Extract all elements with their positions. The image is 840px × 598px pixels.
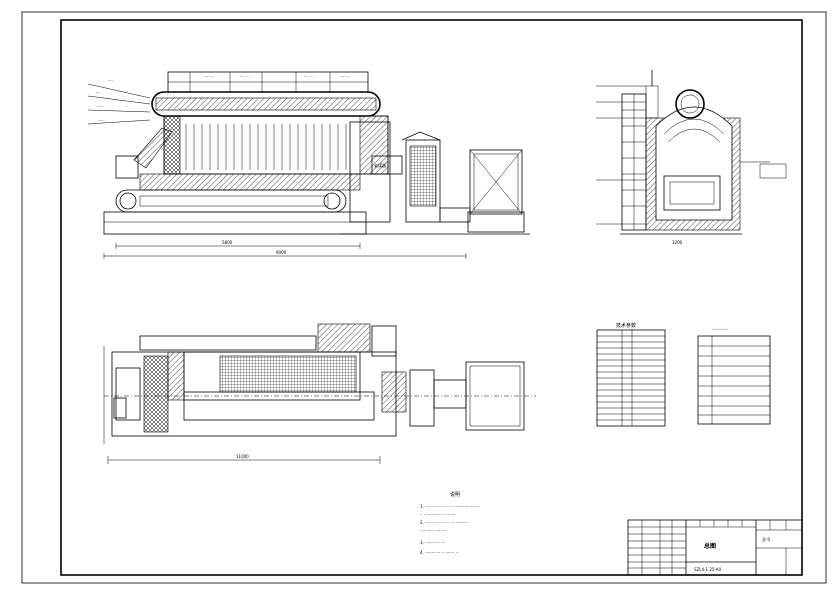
note-line-1: 1. ······· ··· ·· ··· ··· ··············… xyxy=(420,504,480,509)
top-label-2: ··· ··· xyxy=(240,74,249,79)
notes-title: 说明 xyxy=(450,491,460,498)
left-label-3: ···· xyxy=(98,104,103,109)
side-elevation-view: 3200 xyxy=(596,70,787,245)
top-labels: ··· ··· ··· ··· ··· ··· ··· ··· xyxy=(204,74,349,79)
parameter-table: 技术参数 xyxy=(596,322,666,427)
front-elevation-view: ··· ··· ··· ··· ··· ··· ··· ··· xyxy=(87,71,530,259)
top-label-1: ··· ··· xyxy=(204,74,213,79)
front-dim-sub: 5800 xyxy=(222,240,233,245)
outer-border xyxy=(21,11,827,584)
spec-table: ·········· xyxy=(697,327,771,425)
note-line-6: 4. ············ ·· ······· ·· xyxy=(420,550,458,555)
inner-border xyxy=(60,19,803,576)
parameter-table-title: 技术参数 xyxy=(616,322,636,329)
side-drum xyxy=(675,89,705,119)
note-line-4: ·········· · ········ xyxy=(420,528,447,533)
title-block: 总图 SZL4-1.25-AII 总-0 xyxy=(627,519,803,576)
boiler-body xyxy=(163,115,389,175)
economizer-label: 省煤器 xyxy=(374,162,386,168)
plan-dim-total: 11000 xyxy=(236,454,249,459)
side-dim-base: 3200 xyxy=(672,240,683,245)
plan-tube-bank xyxy=(219,355,357,393)
plan-view: 11000 xyxy=(103,323,536,464)
dust-collector xyxy=(469,149,523,215)
top-label-3: ··· ··· xyxy=(304,74,313,79)
drawing-title: 总图 xyxy=(704,542,716,550)
left-label-4: ···· xyxy=(98,118,103,123)
notes-block: 说明 1. ······· ··· ·· ··· ··· ···········… xyxy=(420,491,480,555)
note-line-5: 3. ······ ········· xyxy=(420,540,445,545)
top-label-4: ··· ··· xyxy=(340,74,349,79)
drawing-number: SZL4-1.25-AII xyxy=(694,567,721,572)
left-label-2: ··· xyxy=(96,90,100,95)
note-line-2: ·· ······ ········ · ······· xyxy=(420,512,456,517)
front-dim-total: 9000 xyxy=(276,250,287,255)
spec-table-title: ·········· xyxy=(712,327,728,333)
left-label-1: ···· xyxy=(108,78,113,83)
sheet-number: 总-0 xyxy=(762,536,770,542)
left-labels: ···· ··· ···· ···· xyxy=(87,78,151,125)
chain-grate xyxy=(115,189,347,213)
note-line-3: 2. ······ ·· ···· ···· ··· ·········· xyxy=(420,520,468,525)
